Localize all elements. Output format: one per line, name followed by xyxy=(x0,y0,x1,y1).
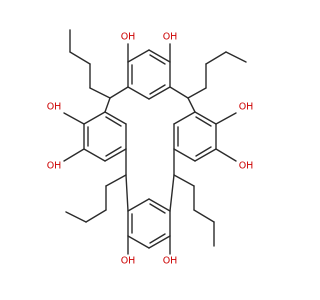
bridge-bottom-right xyxy=(169,148,175,212)
right-aromatic-ring xyxy=(173,111,217,162)
oh-label-right-upper: OH xyxy=(239,102,254,113)
bottom-aromatic-ring xyxy=(127,198,171,249)
resorcinarene-structure: OH OH OH OH OH OH OH OH xyxy=(47,29,254,267)
oh-label-left-upper: OH xyxy=(47,102,62,113)
top-aromatic-ring xyxy=(127,49,171,100)
butyl-chain-bottom-right xyxy=(173,174,215,247)
bond-right-lower-oh xyxy=(215,148,237,162)
oh-label-bottom-left: OH xyxy=(121,256,136,267)
butyl-chain-top-right xyxy=(187,51,247,99)
oh-label-right-lower: OH xyxy=(239,161,254,172)
bond-left-upper-oh xyxy=(63,112,85,125)
bridge-top-right xyxy=(169,86,196,113)
left-aromatic-ring xyxy=(83,111,127,162)
bond-left-lower-oh xyxy=(63,148,85,162)
oh-label-top-right: OH xyxy=(163,32,178,43)
bridge-top-left xyxy=(104,86,129,113)
structure-canvas: OH OH OH OH OH OH OH OH xyxy=(46,29,254,267)
oh-label-top-left: OH xyxy=(121,32,136,43)
bond-right-upper-oh xyxy=(215,112,237,125)
bridge-bottom-left xyxy=(125,148,129,212)
butyl-chain-bottom-left xyxy=(65,174,127,223)
butyl-chain-top-left xyxy=(69,29,111,99)
oh-label-bottom-right: OH xyxy=(163,256,178,267)
oh-label-left-lower: OH xyxy=(47,161,62,172)
